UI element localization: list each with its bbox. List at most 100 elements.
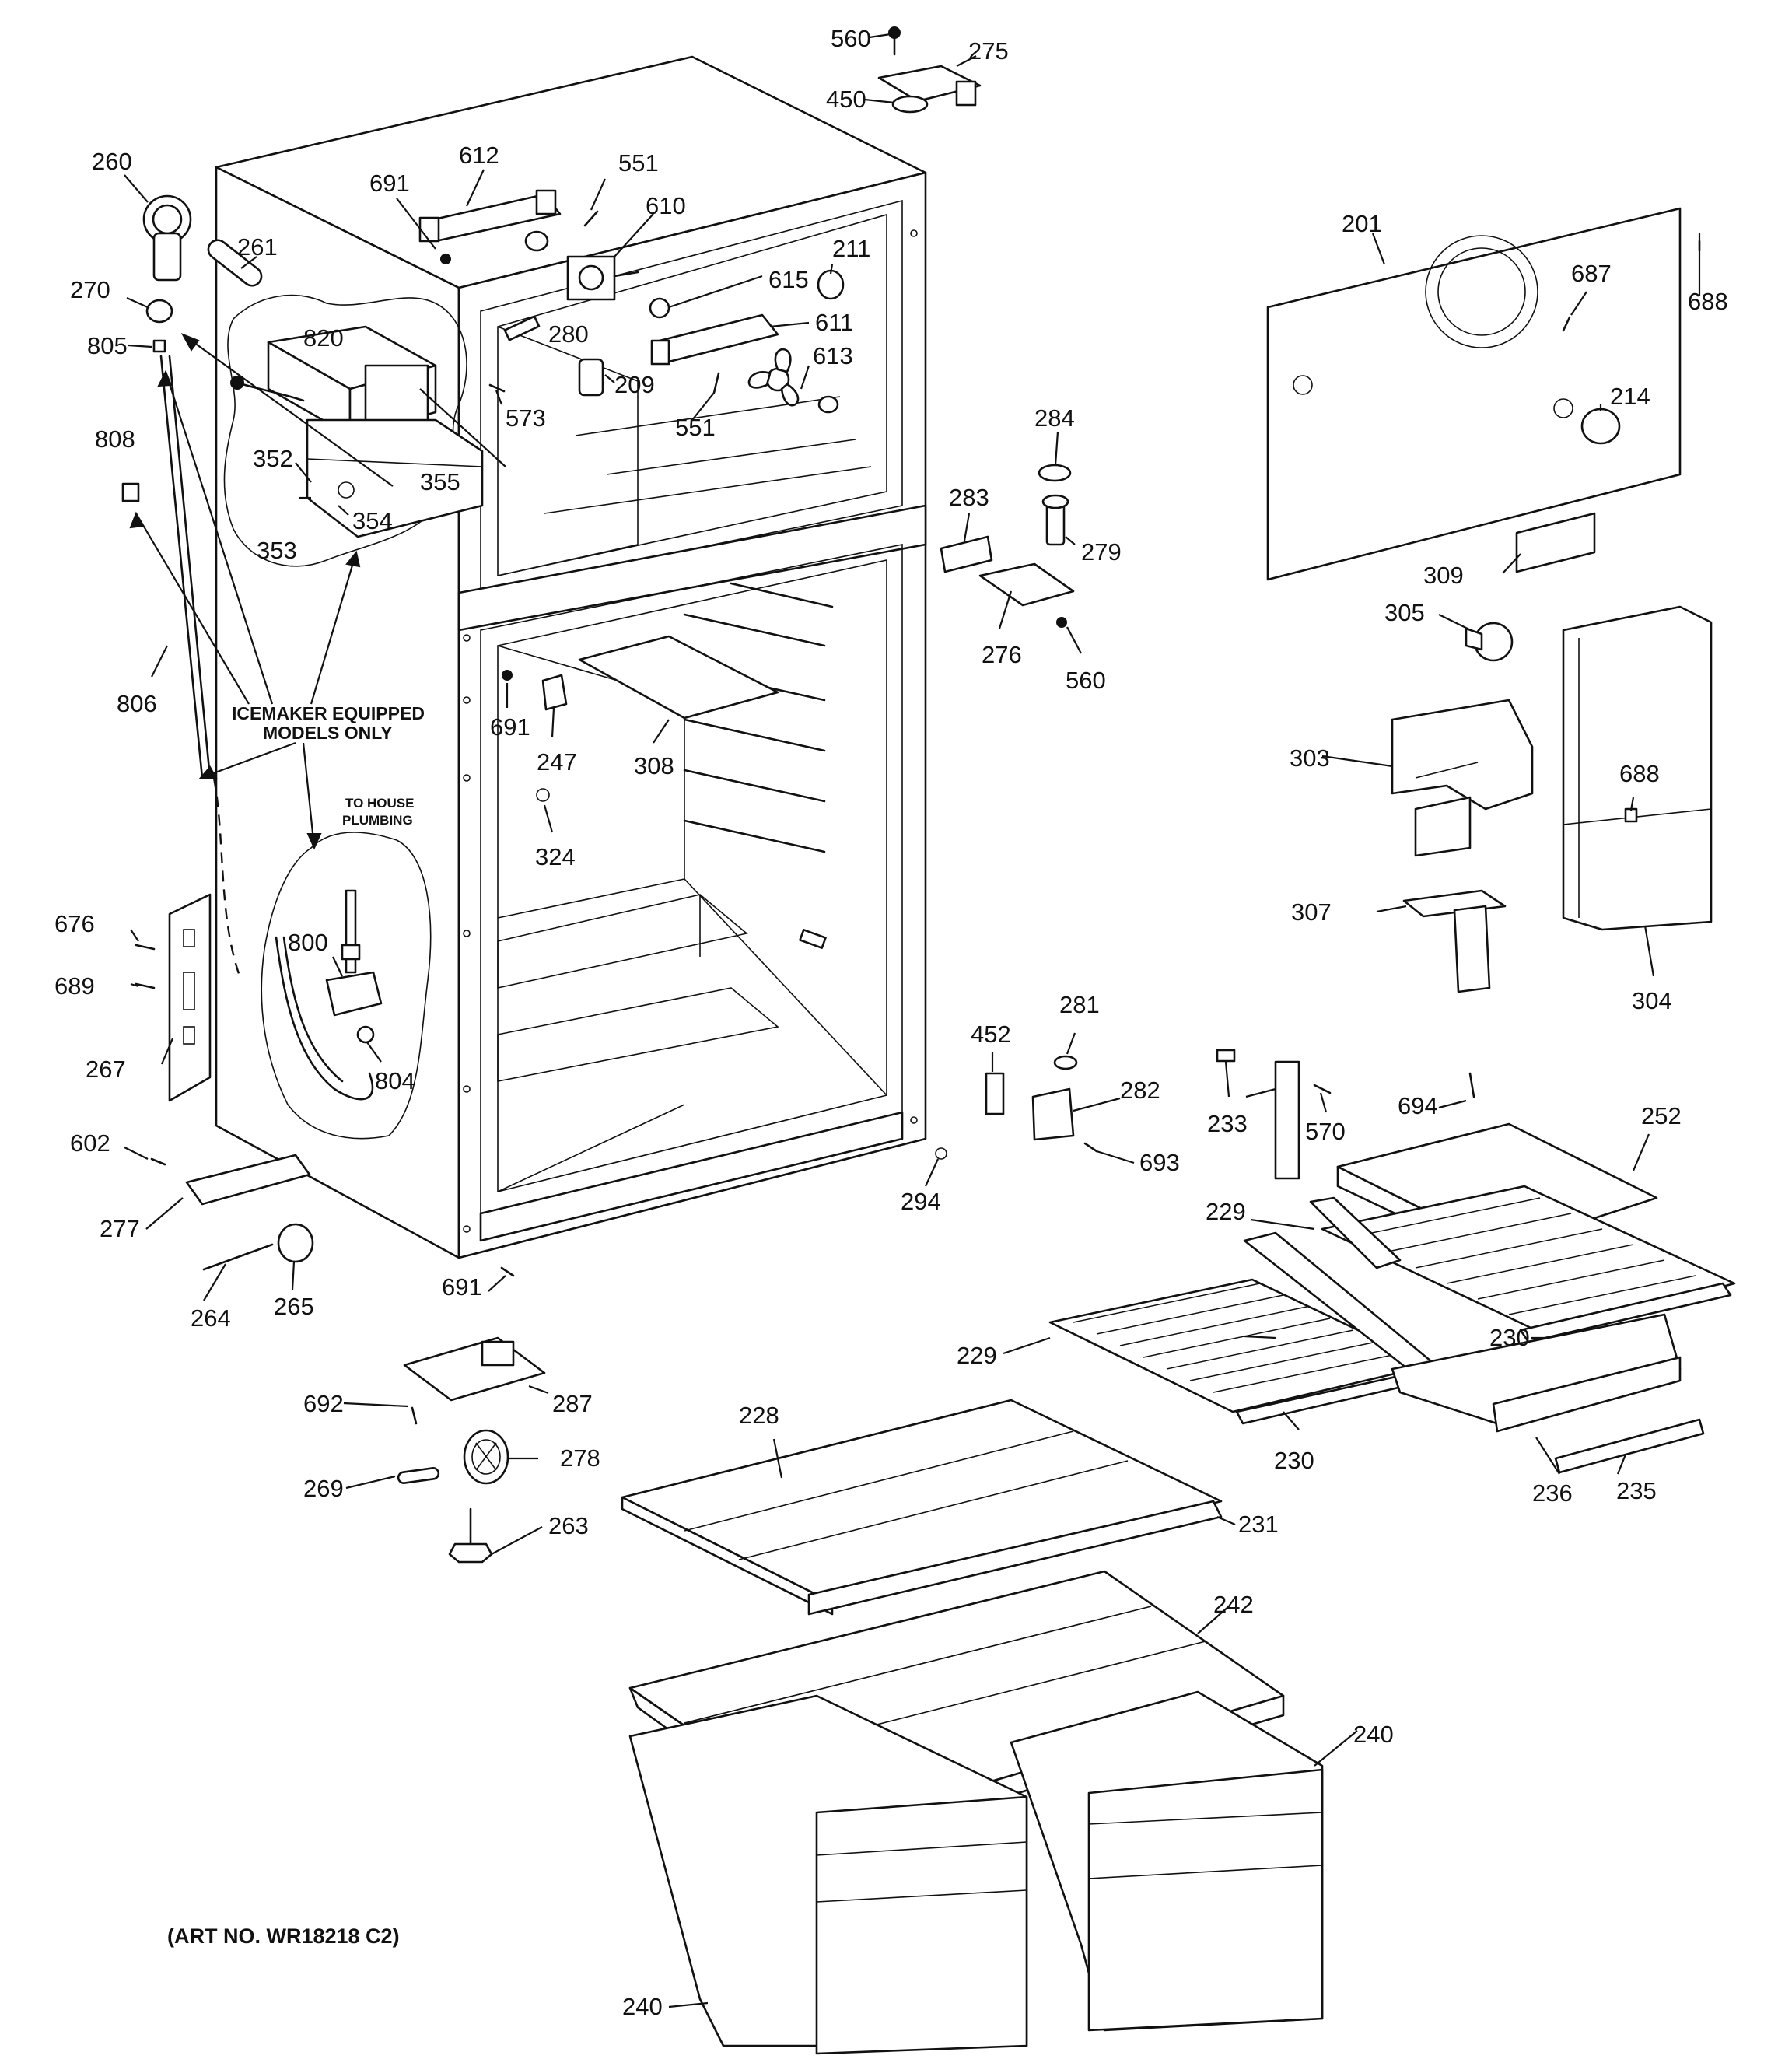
shelf-support-233 xyxy=(1274,1060,1300,1180)
callout-label: 691 xyxy=(490,713,530,741)
callout-label: 283 xyxy=(949,484,989,511)
callout-label: 267 xyxy=(86,1056,126,1083)
callout-label: 240 xyxy=(1353,1721,1394,1748)
callout-label: 236 xyxy=(1532,1479,1573,1507)
water-valve-800 xyxy=(275,889,383,1101)
callout-label: 573 xyxy=(506,404,546,432)
callout-label: 688 xyxy=(1688,288,1728,315)
callout-label: 551 xyxy=(675,414,716,441)
damper-305 xyxy=(1465,622,1514,662)
callout-label: 324 xyxy=(535,843,576,870)
callout-label: 353 xyxy=(257,537,297,564)
roller-bracket-287 xyxy=(403,1336,546,1425)
callout-label: 263 xyxy=(548,1512,589,1539)
callout-label: 214 xyxy=(1610,383,1650,410)
callout-label: 287 xyxy=(552,1390,593,1417)
grommet-270 xyxy=(145,299,173,324)
callout-label: 275 xyxy=(968,37,1009,65)
callout-label: 806 xyxy=(117,690,157,717)
callout-label: 201 xyxy=(1342,210,1382,237)
callout-label: 352 xyxy=(253,445,293,472)
callout-label: 294 xyxy=(901,1188,941,1215)
callout-label: 265 xyxy=(274,1293,314,1320)
plumbing-note: TO HOUSE PLUMBING xyxy=(342,796,414,828)
clip-805 xyxy=(152,339,166,353)
callout-label: 276 xyxy=(982,641,1022,668)
glass-shelf-228 xyxy=(621,1399,1223,1616)
callout-label: 230 xyxy=(1489,1324,1530,1351)
callout-label: 560 xyxy=(831,25,871,52)
callout-label: 280 xyxy=(548,320,589,348)
callout-label: 452 xyxy=(971,1021,1011,1048)
callout-label: 676 xyxy=(54,910,95,937)
plumbing-note-line1: TO HOUSE xyxy=(345,796,414,811)
callout-label: 282 xyxy=(1120,1077,1160,1104)
callout-label: 560 xyxy=(1066,667,1106,694)
callout-label: 692 xyxy=(303,1390,344,1417)
callout-label: 610 xyxy=(646,192,686,219)
callout-label: 800 xyxy=(288,929,328,956)
art-number: (ART NO. WR18218 C2) xyxy=(167,1924,400,1948)
clamp-808 xyxy=(121,482,140,502)
callout-label: 808 xyxy=(95,425,135,453)
callout-label: 233 xyxy=(1207,1110,1248,1137)
callout-label: 277 xyxy=(100,1215,140,1242)
callout-label: 264 xyxy=(191,1304,231,1332)
callout-label: 693 xyxy=(1139,1149,1180,1176)
callout-label: 209 xyxy=(614,371,655,398)
callout-label: 304 xyxy=(1632,987,1672,1014)
callout-label: 278 xyxy=(560,1444,600,1472)
callout-label: 303 xyxy=(1290,744,1330,772)
callout-label: 231 xyxy=(1238,1511,1279,1538)
fill-cup-260 xyxy=(142,194,192,282)
shelf-308 xyxy=(578,635,779,720)
callout-label: 242 xyxy=(1213,1591,1254,1618)
callout-label: 228 xyxy=(739,1402,779,1429)
callout-label: 551 xyxy=(618,149,659,177)
icemaker-note-line2: MODELS ONLY xyxy=(263,723,393,743)
callout-label: 229 xyxy=(957,1342,997,1369)
bracket-267 xyxy=(135,893,212,1102)
bracket-612 xyxy=(418,189,562,243)
callout-label: 602 xyxy=(70,1129,110,1157)
callout-label: 804 xyxy=(375,1067,415,1094)
callout-label: 307 xyxy=(1291,898,1332,926)
callout-label: 689 xyxy=(54,972,95,1000)
callout-label: 305 xyxy=(1384,599,1425,626)
thermostat-209 xyxy=(578,358,604,397)
callout-label: 691 xyxy=(442,1273,482,1301)
callout-label: 240 xyxy=(622,1993,663,2020)
callout-label: 252 xyxy=(1641,1102,1682,1129)
callout-label: 612 xyxy=(459,142,499,169)
callout-label: 229 xyxy=(1206,1198,1246,1225)
callout-label: 309 xyxy=(1423,562,1464,589)
callout-label: 284 xyxy=(1034,404,1075,432)
callout-label: 691 xyxy=(369,170,410,197)
callout-label: 261 xyxy=(237,233,278,261)
crisper-drawers-240 xyxy=(628,1690,1324,2055)
callout-label: 805 xyxy=(87,332,128,359)
roller-278 xyxy=(397,1429,509,1485)
callout-label: 230 xyxy=(1274,1447,1314,1474)
callout-label: 615 xyxy=(768,266,809,293)
callout-label: 611 xyxy=(815,309,853,336)
callout-label: 613 xyxy=(813,342,853,369)
callout-label: 450 xyxy=(826,86,866,113)
callout-label: 211 xyxy=(832,235,870,262)
plumbing-note-line2: PLUMBING xyxy=(342,813,413,828)
callout-labels: 560 275 450 260 612 551 691 610 615 211 … xyxy=(54,25,1728,2020)
wire-shelves-229 xyxy=(1048,1185,1736,1413)
callout-label: 570 xyxy=(1305,1118,1346,1145)
callout-label: 260 xyxy=(92,148,132,175)
evaporator-cover-201 xyxy=(1266,207,1701,581)
callout-label: 820 xyxy=(303,324,344,352)
callout-label: 354 xyxy=(352,507,393,534)
control-610 xyxy=(566,255,639,301)
callout-label: 269 xyxy=(303,1475,344,1502)
air-duct-303 xyxy=(1391,699,1534,857)
tube-261 xyxy=(207,239,263,287)
icemaker-note-line1: ICEMAKER EQUIPPED xyxy=(232,703,425,723)
hinge-275 xyxy=(877,26,982,114)
callout-label: 694 xyxy=(1398,1092,1438,1119)
